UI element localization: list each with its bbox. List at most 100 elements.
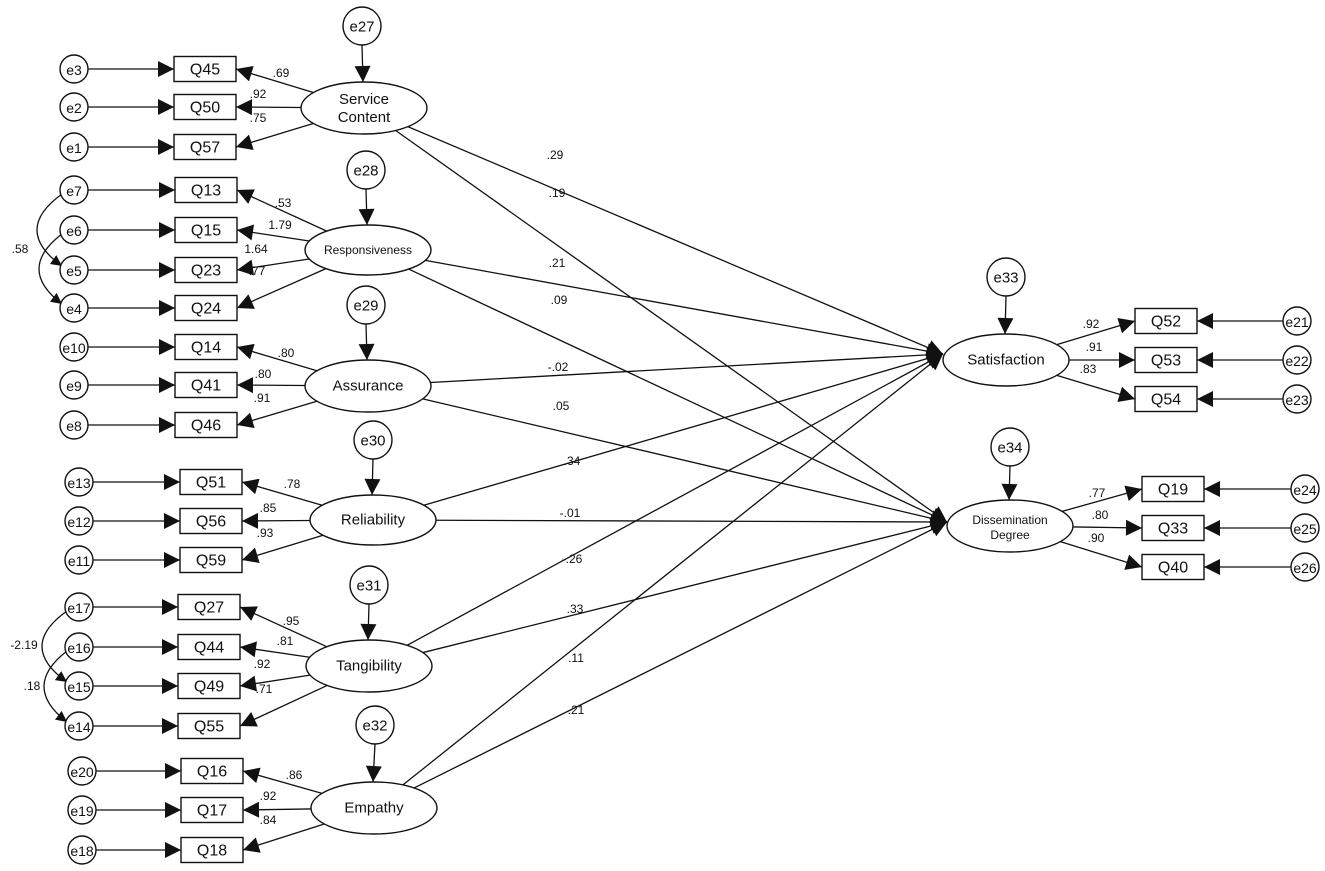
indicator-label-q14: Q14 <box>191 340 221 357</box>
loading-q55 <box>239 684 328 727</box>
loading-q27 <box>239 606 328 648</box>
latent-ellipse-sc <box>300 81 428 135</box>
indicator-box-q27 <box>177 593 241 621</box>
latent-ellipse-emp <box>310 781 438 835</box>
error-circle-e12 <box>64 506 94 536</box>
indicator-box-q23 <box>174 256 238 284</box>
latent-error-label-e30: e30 <box>360 433 385 450</box>
error-circle-e25 <box>1290 513 1320 543</box>
latent-error-label-e28: e28 <box>353 163 378 180</box>
loading-q24 <box>236 268 327 309</box>
error-circle-e6 <box>59 215 89 245</box>
loading-q56 <box>241 512 311 529</box>
latent-ellipse-as <box>304 359 432 413</box>
indicator-box-q51 <box>179 468 243 496</box>
indicator-label-q50: Q50 <box>190 100 220 117</box>
latent-ellipse-res <box>304 224 432 276</box>
latent-label-line: Service <box>339 91 389 108</box>
error-path-e34 <box>1001 465 1018 501</box>
latent-error-circle-e29 <box>346 285 386 325</box>
loading-coef-q13: .53 <box>275 196 292 210</box>
indicator-box-q56 <box>179 507 243 535</box>
indicator-label-q53: Q53 <box>1151 353 1181 370</box>
indicator-label-q15: Q15 <box>191 223 221 240</box>
path-rel-sat <box>423 350 944 506</box>
indicator-box-q19 <box>1141 475 1205 503</box>
indicator-box-q46 <box>174 411 238 439</box>
error-label-e11: e11 <box>68 553 91 569</box>
covariance-e17-e15 <box>41 600 80 683</box>
error-path-e27 <box>354 44 371 83</box>
latent-error-circle-e33 <box>986 257 1026 297</box>
covariance-e7-e5 <box>36 183 75 267</box>
loading-q45 <box>235 66 314 94</box>
loading-coef-q56: .85 <box>260 501 277 515</box>
covariance-coef-e17-e15: -2.19 <box>10 638 38 652</box>
path-coef-rel-dis: -.01 <box>560 506 581 520</box>
error-label-e23: e23 <box>1285 392 1309 408</box>
error-circle-e26 <box>1290 552 1320 582</box>
indicator-box-q59 <box>179 546 243 574</box>
latent-error-circle-e34 <box>990 427 1030 467</box>
error-circle-e14 <box>64 711 94 741</box>
indicator-box-q45 <box>173 55 237 83</box>
path-coef-emp-dis: .21 <box>568 703 585 717</box>
error-circle-e7 <box>59 175 89 205</box>
error-circle-e21 <box>1282 306 1312 336</box>
path-coef-res-dis: .09 <box>551 293 568 307</box>
indicator-label-q45: Q45 <box>190 62 220 79</box>
path-res-sat <box>425 259 944 360</box>
indicator-box-q14 <box>174 333 238 361</box>
indicator-label-q46: Q46 <box>191 418 221 435</box>
indicator-label-q33: Q33 <box>1158 521 1188 538</box>
loading-coef-q40: .90 <box>1088 531 1105 545</box>
latent-error-label-e33: e33 <box>993 270 1018 287</box>
covariance-e16-e14 <box>43 639 80 723</box>
indicator-label-q23: Q23 <box>191 263 221 280</box>
latent-ellipse-dis <box>946 499 1074 553</box>
indicator-box-q49 <box>177 672 241 700</box>
path-res-dis <box>408 268 948 523</box>
indicator-label-q18: Q18 <box>197 843 227 860</box>
error-label-e6: e6 <box>66 223 82 239</box>
error-label-e2: e2 <box>66 100 82 116</box>
error-label-e9: e9 <box>66 378 82 394</box>
indicator-label-q51: Q51 <box>196 475 226 492</box>
loading-coef-q46: .91 <box>254 391 271 405</box>
error-circle-e11 <box>64 545 94 575</box>
loading-coef-q33: .80 <box>1092 508 1109 522</box>
latent-ellipse-sat <box>942 333 1070 387</box>
error-circle-e5 <box>59 255 89 285</box>
indicator-label-q52: Q52 <box>1151 314 1181 331</box>
indicator-label-q59: Q59 <box>196 553 226 570</box>
path-emp-dis <box>413 521 948 789</box>
loading-q59 <box>241 534 324 563</box>
error-circle-e23 <box>1282 384 1312 414</box>
error-path-e30 <box>364 458 381 496</box>
path-coef-emp-sat: .11 <box>568 651 584 665</box>
loading-q46 <box>236 400 318 429</box>
error-label-e22: e22 <box>1285 353 1309 369</box>
error-label-e13: e13 <box>67 475 91 491</box>
loading-coef-q19: .77 <box>1089 486 1106 500</box>
latent-error-circle-e30 <box>353 420 393 460</box>
path-coef-as-sat: -.02 <box>548 360 569 374</box>
error-label-e21: e21 <box>1285 314 1309 330</box>
covariance-coef-e16-e14: .18 <box>24 679 41 693</box>
loading-q19 <box>1061 485 1143 513</box>
error-label-e16: e16 <box>67 640 91 656</box>
loading-coef-q23: 1.64 <box>244 242 268 256</box>
indicator-label-q40: Q40 <box>1158 560 1188 577</box>
error-label-e10: e10 <box>62 340 86 356</box>
latent-error-label-e29: e29 <box>353 298 378 315</box>
latent-label-emp: Empathy <box>344 800 404 817</box>
indicator-label-q49: Q49 <box>194 679 224 696</box>
covariance-coef-e7-e5: .58 <box>12 242 29 256</box>
loading-coef-q55: .71 <box>256 682 273 696</box>
latent-ellipse-rel <box>309 494 437 546</box>
loading-coef-q14: .80 <box>278 346 295 360</box>
error-label-e8: e8 <box>66 418 82 434</box>
